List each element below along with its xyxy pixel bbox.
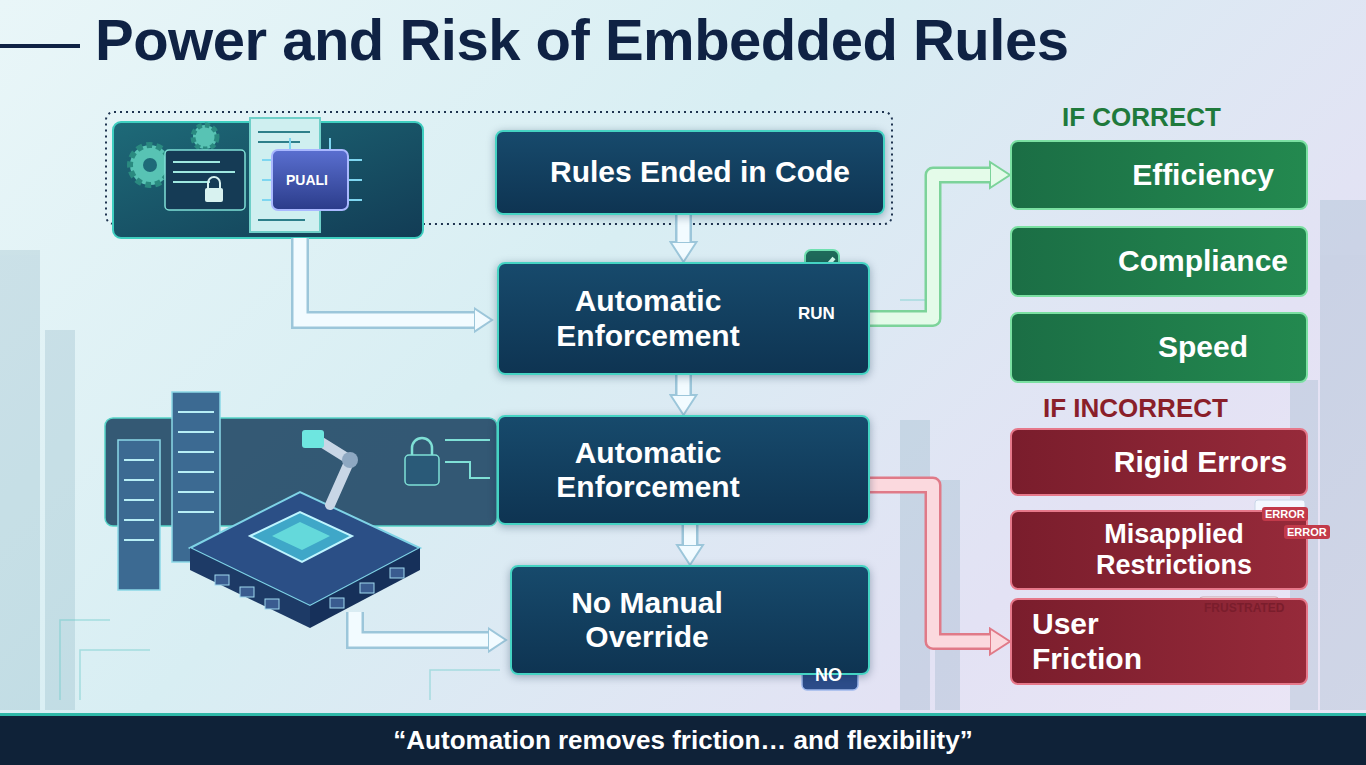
connector-arrow	[690, 525, 691, 545]
caption: “Automation removes friction… and flexib…	[393, 725, 972, 756]
connector-arrow	[683, 215, 684, 242]
flow-arrow	[355, 612, 488, 640]
node-text: Misapplied Restrictions	[1096, 519, 1252, 581]
connector-outline	[870, 175, 990, 319]
node-text: Automatic Enforcement	[523, 436, 773, 505]
node-text: User Friction	[1032, 607, 1171, 676]
code-illustration	[113, 118, 423, 238]
section-heading: IF CORRECT	[1062, 102, 1221, 133]
title-rule	[0, 44, 80, 48]
diagram-title: Power and Risk of Embedded Rules	[95, 6, 1068, 73]
node-text: Rigid Errors	[1114, 445, 1287, 480]
node-text: Rules Ended in Code	[550, 155, 850, 190]
connector-outline	[682, 525, 699, 545]
node-text: Automatic Enforcement	[523, 284, 773, 353]
connector-outline	[675, 215, 692, 242]
node-text: Efficiency	[1132, 158, 1274, 193]
process-box: No Manual Override	[510, 565, 870, 675]
connector-arrow	[683, 375, 684, 395]
flow-arrow	[300, 238, 474, 320]
connector-outline	[675, 375, 692, 395]
connector-fill	[870, 485, 990, 642]
connector-fill	[678, 375, 690, 395]
rule-box: Rules Ended in Code	[495, 130, 885, 215]
connector-arrow	[870, 485, 990, 642]
node-text: Compliance	[1118, 244, 1288, 279]
error-tag: ERROR	[1262, 507, 1308, 521]
flow-arrow	[300, 238, 474, 320]
badge-label: NO	[815, 665, 842, 686]
connector-fill	[684, 525, 696, 545]
speech-bubble: FRUSTRATED	[1204, 601, 1284, 615]
risk-box: Rigid Errors	[1010, 428, 1308, 496]
benefit-box: Efficiency	[1010, 140, 1308, 210]
chip-label: PUALI	[286, 172, 328, 188]
connector-fill	[870, 175, 990, 319]
section-heading: IF INCORRECT	[1043, 393, 1228, 424]
server-illustration	[105, 392, 497, 628]
button-label: RUN	[798, 304, 835, 324]
node-text: Speed	[1158, 330, 1248, 365]
city-background	[0, 200, 1366, 710]
risk-box: Misapplied Restrictions	[1010, 510, 1308, 590]
benefit-box: Speed	[1010, 312, 1308, 383]
benefit-box: Compliance	[1010, 226, 1308, 297]
node-text: No Manual Override	[536, 586, 758, 655]
connector-outline	[870, 485, 990, 642]
connector-arrow	[870, 175, 990, 319]
caption-bar: “Automation removes friction… and flexib…	[0, 713, 1366, 765]
flow-arrow	[355, 612, 488, 640]
error-tag: ERROR	[1284, 525, 1330, 539]
process-box: Automatic Enforcement	[497, 415, 870, 525]
connector-fill	[678, 215, 690, 242]
